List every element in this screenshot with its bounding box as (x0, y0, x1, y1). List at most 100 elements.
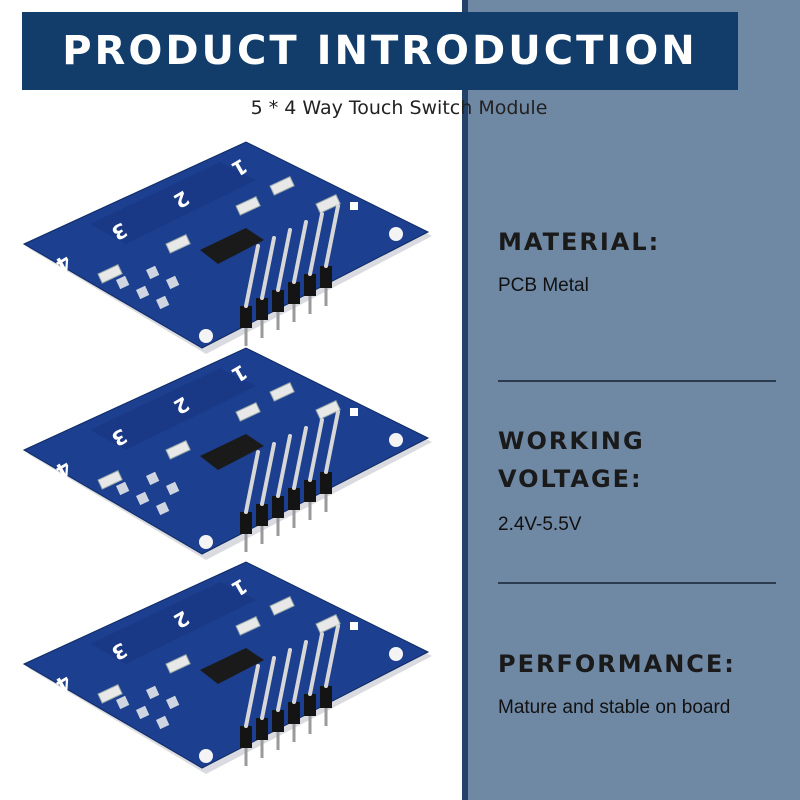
led (350, 202, 358, 210)
spec-material-value: PCB Metal (498, 275, 589, 296)
mounting-hole (389, 433, 403, 447)
solder-pad (146, 265, 160, 280)
solder-pad (166, 275, 180, 290)
header-block (304, 694, 316, 716)
page-title: PRODUCT INTRODUCTION (62, 28, 698, 74)
spec-voltage-heading-line: VOLTAGE: (498, 465, 643, 493)
solder-pad (135, 491, 150, 506)
header-pin (244, 244, 260, 308)
spec-divider (498, 380, 776, 382)
touch-pad-area (90, 582, 256, 664)
spec-voltage-heading-line: WORKING (498, 427, 645, 455)
spec-performance-heading: PERFORMANCE: (498, 645, 736, 683)
solder-pad (116, 481, 130, 496)
header-block (272, 290, 284, 312)
solder-pad (116, 275, 130, 290)
spec-material-heading-line: MATERIAL: (498, 228, 661, 256)
mounting-hole (199, 535, 213, 549)
spec-performance-value: Mature and stable on board (498, 697, 731, 718)
smd-component (315, 194, 341, 214)
header-block (272, 496, 284, 518)
right-spec-panel (462, 0, 800, 800)
smd-component (165, 654, 191, 674)
header-block (288, 282, 300, 304)
header-pin (244, 664, 260, 728)
header-pin (276, 228, 292, 292)
solder-pad (156, 295, 170, 310)
smd-component (235, 616, 261, 636)
header-pin (308, 212, 324, 276)
smd-component (165, 234, 191, 254)
header-block (320, 472, 332, 494)
smd-component (269, 382, 295, 402)
smd-component (269, 596, 295, 616)
product-subtitle: 5 * 4 Way Touch Switch Module (0, 97, 800, 119)
led (350, 622, 358, 630)
smd-component (235, 402, 261, 422)
solder-pad (146, 471, 160, 486)
mounting-hole (199, 749, 213, 763)
header-block (256, 718, 268, 740)
header-pin (308, 418, 324, 482)
solder-pad (166, 481, 180, 496)
header-block (304, 480, 316, 502)
smd-component (165, 440, 191, 460)
header-pin (292, 640, 308, 704)
smd-component (235, 196, 261, 216)
ic-chip (200, 434, 264, 470)
header-pin (292, 220, 308, 284)
spec-material-heading: MATERIAL: (498, 223, 660, 261)
solder-pad (116, 695, 130, 710)
header-pin (324, 204, 340, 268)
smd-component (97, 264, 123, 284)
solder-pad (166, 695, 180, 710)
mounting-hole (389, 227, 403, 241)
solder-pad (156, 501, 170, 516)
header-block (272, 710, 284, 732)
mounting-hole (389, 647, 403, 661)
header-pin (324, 410, 340, 474)
header-block (256, 504, 268, 526)
header-block (240, 306, 252, 328)
solder-pad (135, 705, 150, 720)
spec-divider (498, 582, 776, 584)
mounting-hole (199, 329, 213, 343)
title-banner: PRODUCT INTRODUCTION (22, 12, 738, 90)
header-pin (276, 648, 292, 712)
smd-component (97, 470, 123, 490)
header-pin (324, 624, 340, 688)
spec-performance-heading-line: PERFORMANCE: (498, 650, 736, 678)
panel-edge (462, 0, 468, 800)
header-block (320, 686, 332, 708)
header-pin (308, 632, 324, 696)
solder-pad (146, 685, 160, 700)
header-block (240, 726, 252, 748)
header-pin (260, 656, 276, 720)
product-subtitle-text: 5 * 4 Way Touch Switch Module (250, 97, 548, 119)
spec-voltage-value: 2.4V-5.5V (498, 514, 582, 535)
header-pin (260, 442, 276, 506)
header-block (304, 274, 316, 296)
smd-component (269, 176, 295, 196)
ic-chip (200, 228, 264, 264)
solder-pad (135, 285, 150, 300)
header-block (320, 266, 332, 288)
header-block (256, 298, 268, 320)
touch-pad-area (90, 162, 256, 244)
header-block (288, 702, 300, 724)
header-block (288, 488, 300, 510)
spec-voltage-heading: WORKING VOLTAGE: (498, 422, 645, 498)
smd-component (97, 684, 123, 704)
header-pin (260, 236, 276, 300)
header-pin (244, 450, 260, 514)
touch-pad-area (90, 368, 256, 450)
header-block (240, 512, 252, 534)
smd-component (315, 400, 341, 420)
smd-component (315, 614, 341, 634)
led (350, 408, 358, 416)
solder-pad (156, 715, 170, 730)
header-pin (276, 434, 292, 498)
